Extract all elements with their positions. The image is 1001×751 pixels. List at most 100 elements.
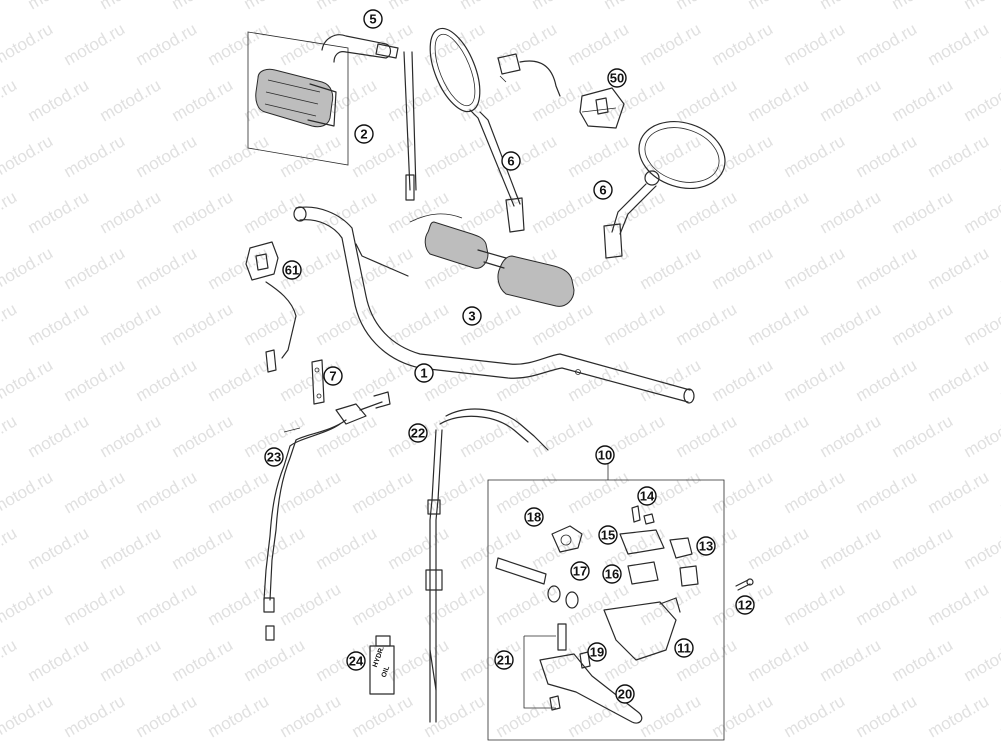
watermark-text: motod.ru [0, 19, 56, 69]
watermark-text: motod.ru [637, 691, 705, 741]
watermark-text: motod.ru [205, 579, 273, 629]
watermark-text: motod.ru [961, 411, 1001, 461]
watermark-text: motod.ru [0, 187, 20, 237]
watermark-text: motod.ru [673, 75, 741, 125]
watermark-text: motod.ru [457, 0, 525, 13]
callout-2-label: 2 [360, 127, 367, 142]
part-23-clutch-cable [263, 391, 391, 641]
watermark-text: motod.ru [889, 187, 957, 237]
watermark-text: motod.ru [421, 131, 489, 181]
watermark-text: motod.ru [817, 75, 885, 125]
watermark-text: motod.ru [925, 19, 993, 69]
watermark-text: motod.ru [565, 355, 633, 405]
watermark-text: motod.ru [25, 523, 93, 573]
watermark-text: motod.ru [673, 0, 741, 13]
watermark-text: motod.ru [421, 355, 489, 405]
watermark-text: motod.ru [961, 635, 1001, 685]
watermark-text: motod.ru [205, 691, 273, 741]
watermark-text: motod.ru [349, 243, 417, 293]
watermark-text: motod.ru [961, 523, 1001, 573]
switch-clip [497, 53, 561, 97]
watermark-text: motod.ru [313, 187, 381, 237]
watermark-text: motod.ru [781, 243, 849, 293]
watermark-text: motod.ru [745, 523, 813, 573]
watermark-text: motod.ru [745, 0, 813, 13]
watermark-text: motod.ru [709, 243, 777, 293]
watermark-text: motod.ru [565, 579, 633, 629]
watermark-text: motod.ru [0, 691, 56, 741]
callout-19-label: 19 [590, 645, 604, 660]
watermark-text: motod.ru [61, 467, 129, 517]
watermark-text: motod.ru [385, 523, 453, 573]
watermark-text: motod.ru [313, 299, 381, 349]
callout-61: 61 [282, 260, 302, 280]
watermark-text: motod.ru [133, 691, 201, 741]
watermark-text: motod.ru [781, 19, 849, 69]
callout-17: 17 [570, 561, 590, 581]
watermark-text: motod.ru [745, 187, 813, 237]
watermark-text: motod.ru [0, 355, 56, 405]
watermark-text: motod.ru [457, 299, 525, 349]
part-5-throttle-housing [321, 34, 417, 201]
part-6-left-mirror [429, 27, 525, 233]
watermark-text: motod.ru [169, 75, 237, 125]
watermark-text: motod.ru [493, 19, 561, 69]
callout-21: 21 [494, 650, 514, 670]
watermark-text: motod.ru [61, 355, 129, 405]
watermark-text: motod.ru [97, 635, 165, 685]
watermark-text: motod.ru [997, 691, 1001, 741]
watermark-text: motod.ru [277, 131, 345, 181]
watermark-text: motod.ru [745, 411, 813, 461]
watermark-text: motod.ru [349, 355, 417, 405]
bottle-label-line-2: OIL [381, 665, 392, 679]
watermark-text: motod.ru [133, 467, 201, 517]
part-50-switch [579, 87, 625, 129]
watermark-text: motod.ru [709, 355, 777, 405]
watermark-text: motod.ru [961, 299, 1001, 349]
watermark-text: motod.ru [0, 523, 20, 573]
callout-5: 5 [363, 9, 383, 29]
watermark-text: motod.ru [889, 523, 957, 573]
watermark-text: motod.ru [277, 467, 345, 517]
callout-16-label: 16 [605, 567, 619, 582]
callout-13: 13 [696, 536, 716, 556]
watermark-text: motod.ru [493, 579, 561, 629]
callout-3-label: 3 [468, 309, 475, 324]
watermark-text: motod.ru [0, 131, 56, 181]
watermark-text: motod.ru [889, 411, 957, 461]
callout-13-label: 13 [699, 539, 713, 554]
watermark-text: motod.ru [673, 299, 741, 349]
watermark-text: motod.ru [241, 299, 309, 349]
watermark-text: motod.ru [421, 579, 489, 629]
watermark-text: motod.ru [385, 635, 453, 685]
watermark-text: motod.ru [997, 243, 1001, 293]
watermark-text: motod.ru [0, 635, 20, 685]
callout-3: 3 [462, 306, 482, 326]
watermark-text: motod.ru [25, 299, 93, 349]
callout-7: 7 [323, 366, 343, 386]
callout-6-right: 6 [593, 180, 613, 200]
watermark-text: motod.ru [637, 19, 705, 69]
watermark-text: motod.ru [997, 467, 1001, 517]
callout-10: 10 [595, 445, 615, 465]
watermark-text: motod.ru [0, 0, 20, 13]
watermark-text: motod.ru [889, 635, 957, 685]
callout-22-label: 22 [411, 426, 425, 441]
watermark-text: motod.ru [313, 411, 381, 461]
watermark-text: motod.ru [277, 579, 345, 629]
callout-22: 22 [408, 423, 428, 443]
watermark-text: motod.ru [241, 635, 309, 685]
watermark-text: motod.ru [169, 523, 237, 573]
watermark-text: motod.ru [853, 579, 921, 629]
callout-61-label: 61 [285, 263, 299, 278]
callout-2: 2 [354, 124, 374, 144]
watermark-text: motod.ru [853, 355, 921, 405]
watermark-text: motod.ru [709, 467, 777, 517]
watermark-text: motod.ru [133, 579, 201, 629]
watermark-text: motod.ru [853, 131, 921, 181]
watermark-text: motod.ru [709, 19, 777, 69]
watermark-text: motod.ru [889, 0, 957, 13]
watermark-text: motod.ru [97, 0, 165, 13]
